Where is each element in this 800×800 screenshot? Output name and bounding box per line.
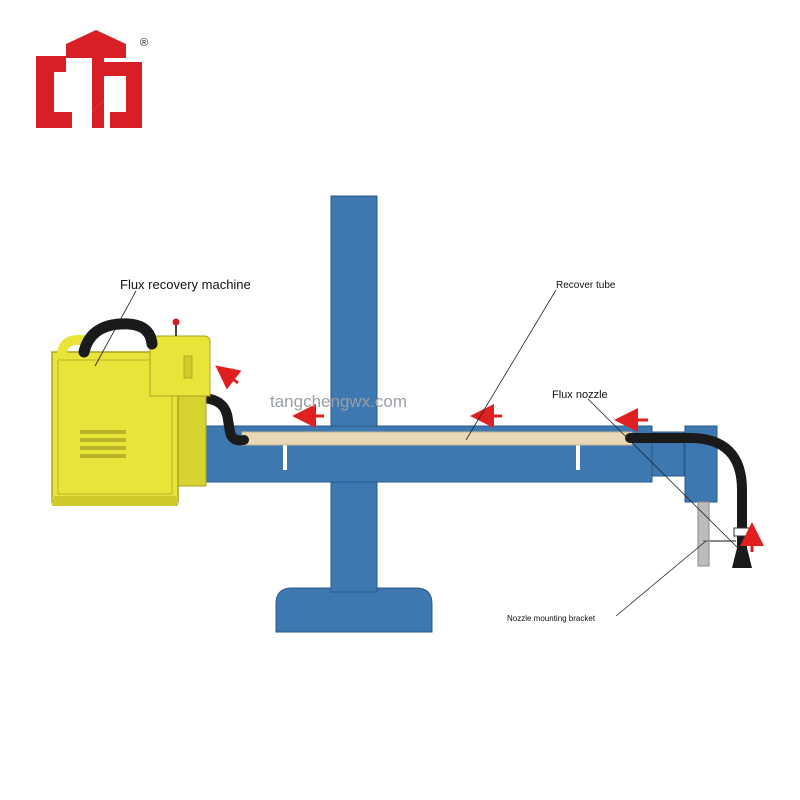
recover-tube	[241, 431, 633, 446]
label-flux-recovery-machine: Flux recovery machine	[120, 277, 251, 292]
label-recover-tube: Recover tube	[556, 280, 616, 291]
nozzle-hose	[625, 433, 747, 553]
boom-slot-right	[576, 440, 580, 470]
leader-nozzle-mounting-bracket	[615, 540, 707, 617]
red-flow-arrow-icon	[215, 365, 242, 390]
label-nozzle-mounting-bracket: Nozzle mounting bracket	[507, 614, 596, 623]
manipulator-base	[275, 587, 433, 633]
vertical-column	[330, 195, 378, 593]
watermark-text: tangchengwx.com	[270, 392, 407, 411]
leader-flux-recovery-machine	[94, 290, 137, 367]
machine-hose	[195, 393, 249, 446]
nozzle-clamp	[733, 527, 751, 537]
label-flux-nozzle: Flux nozzle	[552, 389, 608, 401]
nozzle-support-rod	[697, 501, 710, 567]
flux-nozzle-icon	[732, 548, 752, 568]
leader-recover-tube	[465, 289, 557, 441]
boom-slot-left	[283, 440, 287, 470]
registered-mark: ®	[140, 37, 148, 49]
flux-recovery-machine	[51, 318, 211, 506]
tc-logo-icon	[36, 30, 142, 128]
leader-flux-nozzle	[587, 398, 743, 553]
